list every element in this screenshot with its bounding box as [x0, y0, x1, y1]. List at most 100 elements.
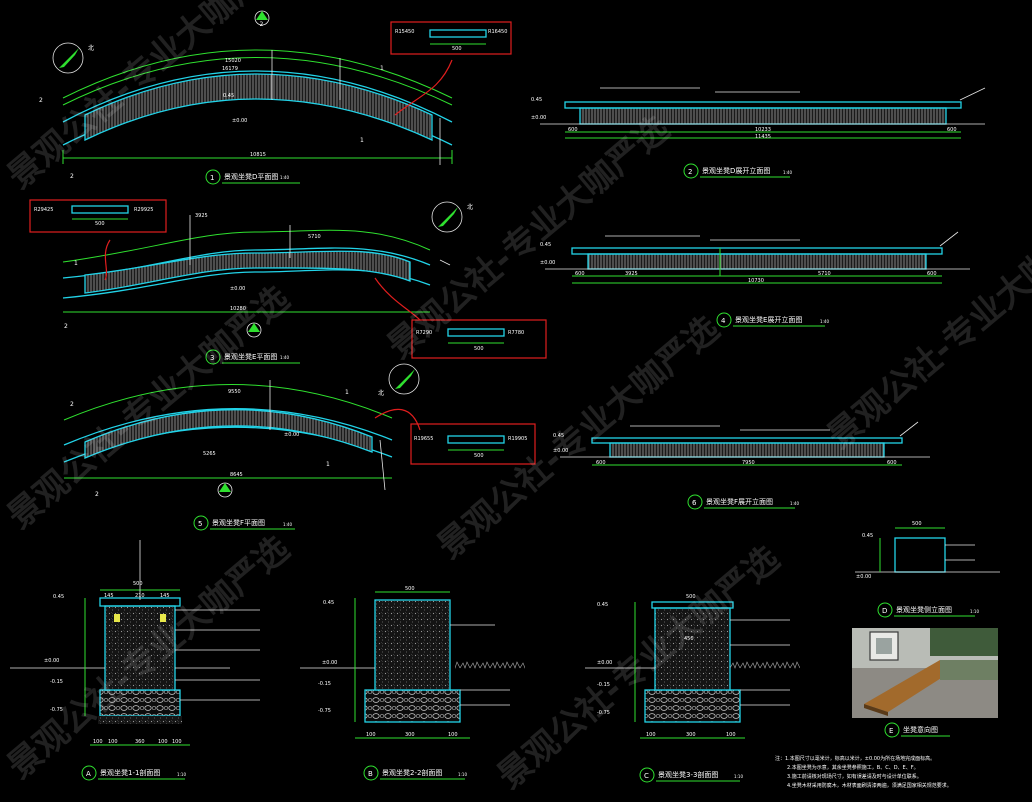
svg-text:1:10: 1:10 [458, 772, 467, 777]
svg-text:B: B [368, 770, 373, 778]
svg-text:3: 3 [210, 354, 214, 362]
svg-text:11435: 11435 [755, 134, 771, 140]
svg-text:-0.15: -0.15 [50, 679, 63, 685]
svg-text:0.45: 0.45 [540, 242, 551, 248]
d3-title: 3 景观坐凳E平面图 1:40 [205, 349, 300, 365]
svg-text:2: 2 [70, 401, 74, 408]
svg-text:500: 500 [474, 453, 484, 459]
svg-text:600: 600 [596, 460, 606, 466]
d1-dim-arc: 16179 [222, 66, 238, 72]
general-notes: 注：1.本图尺寸以毫米计，标高以米计，±0.00为所在场地完成面标高。 2.本图… [775, 755, 952, 789]
d1-title: 1 景观坐凳D平面图 1:40 [205, 169, 300, 185]
d5-title: 5 景观坐凳F平面图 1:40 [193, 515, 295, 531]
secE-reference-photo: E 坐凳意向图 [852, 628, 998, 738]
svg-text:1:40: 1:40 [280, 175, 289, 180]
svg-text:景观公社-专业大咖严选: 景观公社-专业大咖严选 [0, 279, 297, 537]
section-marker-2-icon [217, 482, 233, 498]
svg-text:3925: 3925 [625, 271, 638, 277]
svg-text:1: 1 [345, 389, 349, 396]
svg-text:景观坐凳D展开立面图: 景观坐凳D展开立面图 [702, 166, 770, 175]
svg-text:7950: 7950 [742, 460, 755, 466]
svg-text:100: 100 [448, 732, 458, 738]
svg-text:景观公社-专业大咖严选: 景观公社-专业大咖严选 [380, 109, 677, 367]
section-marker-2-icon: 2 [254, 10, 270, 28]
svg-text:1:40: 1:40 [280, 355, 289, 360]
drawing-2-elevation-d: 600 10233 11435 600 0.45 ±0.00 2 景观坐凳D展开… [531, 87, 986, 179]
svg-text:景观坐凳E平面图: 景观坐凳E平面图 [224, 352, 277, 361]
svg-text:360: 360 [135, 739, 145, 745]
svg-text:景观坐凳1-1剖面图: 景观坐凳1-1剖面图 [100, 768, 160, 777]
svg-text:0.45: 0.45 [553, 433, 564, 439]
svg-text:500: 500 [405, 586, 415, 592]
svg-text:景观公社-专业大咖严选: 景观公社-专业大咖严选 [820, 199, 1032, 457]
svg-text:R19905: R19905 [508, 436, 527, 442]
svg-text:景观坐凳F展开立面图: 景观坐凳F展开立面图 [706, 497, 773, 506]
d1-dim-inner: 15020 [225, 58, 241, 64]
svg-text:145: 145 [104, 593, 114, 599]
svg-text:10280: 10280 [230, 306, 246, 312]
svg-text:R16450: R16450 [488, 29, 507, 35]
svg-text:5710: 5710 [818, 271, 831, 277]
svg-text:±0.00: ±0.00 [540, 260, 555, 266]
d1-level: 0.45 [223, 93, 234, 99]
svg-text:R29425: R29425 [34, 207, 53, 213]
svg-text:100: 100 [726, 732, 736, 738]
svg-text:600: 600 [927, 271, 937, 277]
svg-text:-0.75: -0.75 [597, 710, 610, 716]
svg-text:100: 100 [646, 732, 656, 738]
svg-text:景观坐凳F平面图: 景观坐凳F平面图 [212, 518, 265, 527]
svg-text:1:40: 1:40 [783, 170, 792, 175]
svg-text:300: 300 [686, 732, 696, 738]
svg-text:1: 1 [74, 260, 78, 267]
svg-text:±0.00: ±0.00 [531, 115, 546, 121]
svg-text:8645: 8645 [230, 472, 243, 478]
svg-text:0.45: 0.45 [597, 602, 608, 608]
svg-text:145: 145 [160, 593, 170, 599]
svg-text:600: 600 [575, 271, 585, 277]
svg-text:10730: 10730 [748, 278, 764, 284]
svg-text:±0.00: ±0.00 [856, 574, 871, 580]
svg-text:景观坐凳E展开立面图: 景观坐凳E展开立面图 [735, 315, 802, 324]
svg-text:100: 100 [172, 739, 182, 745]
svg-text:1: 1 [326, 461, 330, 468]
drawing-3-plan-e: 北 10280 3925 5710 ±0.00 2 1 R29425 R2992… [29, 199, 547, 365]
svg-text:景观坐凳3-3剖面图: 景观坐凳3-3剖面图 [658, 770, 718, 779]
note-1: 注：1.本图尺寸以毫米计，标高以米计，±0.00为所在场地完成面标高。 [775, 755, 935, 762]
secA-title: A 景观坐凳1-1剖面图 1:10 [81, 765, 186, 781]
svg-text:600: 600 [947, 127, 957, 133]
d2-title: 2 景观坐凳D展开立面图 1:40 [683, 163, 792, 179]
svg-text:500: 500 [133, 581, 143, 587]
svg-text:500: 500 [474, 346, 484, 352]
d1-detail-box: R15450 R16450 500 [390, 21, 512, 55]
svg-text:300: 300 [405, 732, 415, 738]
svg-text:5265: 5265 [203, 451, 216, 457]
d3-detail-box-right: R7290 R7780 500 [411, 319, 547, 359]
svg-text:1:10: 1:10 [970, 609, 979, 614]
svg-text:3925: 3925 [195, 213, 208, 219]
note-4: 4.坐凳木材采用防腐木，木材表面刷清漆两遍，须满足国家相关规范要求。 [787, 782, 952, 789]
svg-text:-0.15: -0.15 [318, 681, 331, 687]
svg-text:-0.75: -0.75 [318, 708, 331, 714]
drawing-4-elevation-e: 600 3925 5710 600 10730 0.45 ±0.00 4 景观坐… [540, 231, 970, 328]
svg-text:±0.00: ±0.00 [284, 432, 299, 438]
svg-text:R7290: R7290 [416, 330, 432, 336]
svg-text:景观坐凳2-2剖面图: 景观坐凳2-2剖面图 [382, 768, 442, 777]
svg-text:坐凳意向图: 坐凳意向图 [903, 725, 938, 734]
svg-text:1: 1 [380, 65, 384, 72]
svg-text:北: 北 [467, 203, 473, 211]
svg-text:2: 2 [70, 173, 74, 180]
svg-text:2: 2 [39, 97, 43, 104]
svg-text:±0.00: ±0.00 [322, 660, 337, 666]
svg-text:5710: 5710 [308, 234, 321, 240]
svg-text:R19655: R19655 [414, 436, 433, 442]
svg-text:1:10: 1:10 [734, 774, 743, 779]
svg-text:0.45: 0.45 [53, 594, 64, 600]
svg-text:4: 4 [721, 317, 726, 325]
svg-text:-0.15: -0.15 [597, 682, 610, 688]
d5-detail-box: R19655 R19905 500 [410, 423, 536, 465]
svg-text:-0.75: -0.75 [50, 707, 63, 713]
svg-text:1:10: 1:10 [177, 772, 186, 777]
svg-text:E: E [889, 727, 893, 735]
north-arrow-icon: 北 [52, 42, 94, 74]
svg-text:500: 500 [686, 594, 696, 600]
